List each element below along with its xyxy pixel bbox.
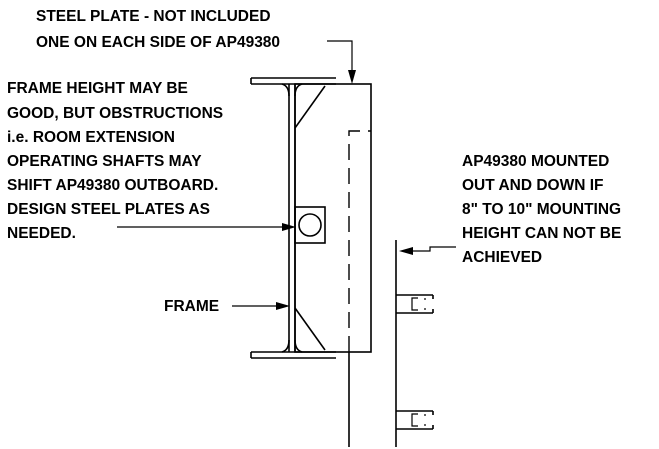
frame-height-note-line-1: FRAME HEIGHT MAY BE bbox=[7, 80, 188, 97]
bracket-tab-upper bbox=[396, 294, 434, 314]
frame-i-beam bbox=[250, 77, 336, 359]
obstruction-leader bbox=[117, 223, 296, 231]
frame-height-note-line-2: GOOD, BUT OBSTRUCTIONS bbox=[7, 105, 223, 122]
frame-height-note-line-3: i.e. ROOM EXTENSION bbox=[7, 129, 175, 146]
steel-plate-label-line-2: ONE ON EACH SIDE OF AP49380 bbox=[36, 34, 280, 51]
steel-plate bbox=[294, 83, 372, 353]
frame-height-note-line-4: OPERATING SHAFTS MAY bbox=[7, 153, 202, 170]
mount-note-line-3: 8" TO 10" MOUNTING bbox=[462, 201, 621, 218]
frame-height-note-line-5: SHIFT AP49380 OUTBOARD. bbox=[7, 177, 218, 194]
frame-leader bbox=[232, 302, 290, 310]
mount-note-line-4: HEIGHT CAN NOT BE bbox=[462, 225, 621, 242]
steel-plate-label-line-1: STEEL PLATE - NOT INCLUDED bbox=[36, 8, 271, 25]
mount-note-line-2: OUT AND DOWN IF bbox=[462, 177, 604, 194]
ap49380-mount bbox=[348, 130, 397, 447]
frame-label: FRAME bbox=[164, 298, 219, 315]
frame-height-note-line-7: NEEDED. bbox=[7, 225, 76, 242]
operating-shaft bbox=[294, 206, 326, 244]
mount-note-line-5: ACHIEVED bbox=[462, 249, 542, 266]
steel-plate-leader bbox=[327, 40, 356, 84]
bracket-tab-lower bbox=[396, 410, 434, 430]
mount-note-line-1: AP49380 MOUNTED bbox=[462, 153, 609, 170]
mount-leader bbox=[399, 246, 456, 255]
frame-height-note-line-6: DESIGN STEEL PLATES AS bbox=[7, 201, 210, 218]
